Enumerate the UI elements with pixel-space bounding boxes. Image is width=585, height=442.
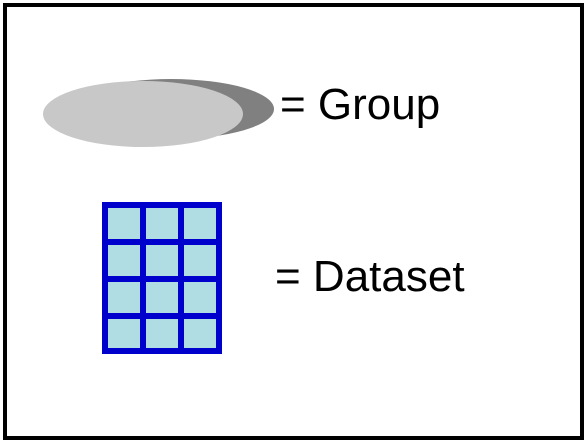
- group-label: = Group: [280, 80, 441, 129]
- group-ellipse-icon: [43, 79, 274, 147]
- legend-frame: [3, 3, 584, 440]
- dataset-grid-icon: [102, 202, 222, 354]
- dataset-label: = Dataset: [275, 252, 465, 301]
